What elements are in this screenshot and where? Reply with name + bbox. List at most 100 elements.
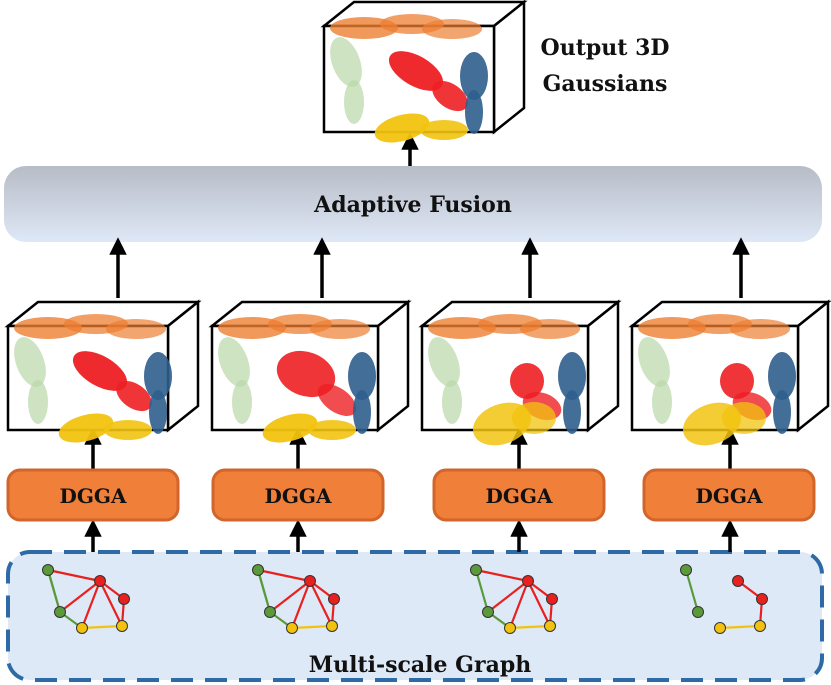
blue-gaussian (149, 390, 167, 434)
graph-node-red (546, 593, 558, 605)
dgga-label: DGGA (264, 484, 332, 508)
graph-node-yellow (714, 622, 726, 634)
gaussian-box-1 (4, 299, 202, 443)
red-gaussian (276, 350, 336, 398)
graph-node-yellow (286, 622, 298, 634)
graph-node-yellow (116, 620, 128, 632)
fusion-label: Adaptive Fusion (313, 192, 512, 218)
dgga-box (432, 468, 606, 522)
green-gaussian (638, 337, 670, 387)
graph-edge (684, 569, 700, 613)
graph-node-red (118, 593, 130, 605)
dgga-box (642, 468, 816, 522)
blue-gaussian (348, 352, 376, 400)
output-title-line2: Gaussians (543, 71, 668, 97)
dgga-label: DGGA (485, 484, 553, 508)
graph-edge (487, 580, 529, 613)
green-gaussian (442, 380, 462, 424)
graph-label: Multi-scale Graph (309, 652, 531, 678)
yellow-gaussian (58, 413, 114, 443)
dgga-module-4: DGGA (642, 468, 816, 522)
box-side-face (166, 299, 200, 433)
red-gaussian (317, 384, 357, 416)
graph-edge (719, 624, 761, 630)
output-gaussian-box (320, 0, 528, 143)
fusion-bar (4, 166, 822, 242)
graph-edge (309, 580, 333, 627)
graph-edge (46, 569, 62, 613)
blue-gaussian (773, 390, 791, 434)
dgga-module-2: DGGA (211, 468, 385, 522)
graph-edge (291, 624, 333, 630)
graph-edge (80, 580, 102, 629)
green-gaussian (218, 337, 250, 387)
green-gaussian (428, 337, 460, 387)
graph-node-yellow (76, 622, 88, 634)
graph-node-green (482, 606, 494, 618)
graph-node-green (264, 606, 276, 618)
graph-node-green (470, 564, 482, 576)
box-side-face (492, 0, 526, 135)
graph-node-green (252, 564, 264, 576)
gaussian-boxes (4, 0, 831, 446)
graph-set (42, 564, 768, 634)
yellow-gaussian (308, 420, 356, 440)
green-gaussian (330, 37, 362, 87)
graph-node-red (328, 593, 340, 605)
yellow-gaussian (262, 413, 318, 443)
graph-node-green (42, 564, 54, 576)
dgga-label: DGGA (59, 484, 127, 508)
box-side-face (586, 299, 620, 433)
graph-edge (99, 580, 123, 627)
dgga-module-3: DGGA (432, 468, 606, 522)
graph-edge (257, 568, 311, 583)
blue-gaussian (465, 90, 483, 134)
graph-edge (509, 624, 551, 630)
blue-gaussian (768, 352, 796, 400)
graph-edge (59, 580, 101, 613)
red-gaussian (720, 363, 754, 399)
green-gaussian (652, 380, 672, 424)
yellow-gaussian (374, 113, 430, 143)
graph-node-yellow (326, 620, 338, 632)
graph-edge (475, 568, 529, 583)
green-gaussian (14, 337, 46, 387)
graph-node-red (756, 593, 768, 605)
graph-scale-2 (252, 564, 340, 634)
dgga-module-1: DGGA (6, 468, 180, 522)
gaussian-box-3 (418, 299, 622, 446)
red-gaussian (510, 363, 544, 399)
yellow-gaussian (722, 402, 766, 434)
output-title-line1: Output 3D (541, 35, 670, 61)
blue-gaussian (353, 390, 371, 434)
graph-scale-1 (42, 564, 130, 634)
yellow-gaussian (512, 402, 556, 434)
green-gaussian (232, 380, 252, 424)
graph-edge (269, 580, 311, 613)
box-side-face (796, 299, 830, 433)
blue-gaussian (144, 352, 172, 400)
gaussian-box-2 (208, 299, 412, 443)
graph-node-green (54, 606, 66, 618)
orange-gaussian (730, 319, 790, 339)
graph-edge (81, 624, 123, 630)
multi-scale-graph-panel: Multi-scale Graph (6, 550, 824, 682)
box-side-face (376, 299, 410, 433)
blue-gaussian (558, 352, 586, 400)
dgga-box (6, 468, 180, 522)
yellow-gaussian (420, 120, 468, 140)
graph-container (6, 550, 824, 682)
graph-node-red (522, 575, 534, 587)
graph-edge (290, 580, 312, 629)
orange-gaussian (520, 319, 580, 339)
flow-arrows (84, 132, 750, 552)
graph-scale-4 (680, 564, 768, 634)
orange-gaussian (310, 319, 370, 339)
graph-edge (47, 568, 101, 583)
dgga-modules: DGGA DGGA DGGA DGGA (6, 468, 816, 522)
graph-node-red (94, 575, 106, 587)
red-gaussian (116, 380, 152, 412)
adaptive-fusion-block: Adaptive Fusion (4, 166, 822, 242)
dgga-label: DGGA (695, 484, 763, 508)
